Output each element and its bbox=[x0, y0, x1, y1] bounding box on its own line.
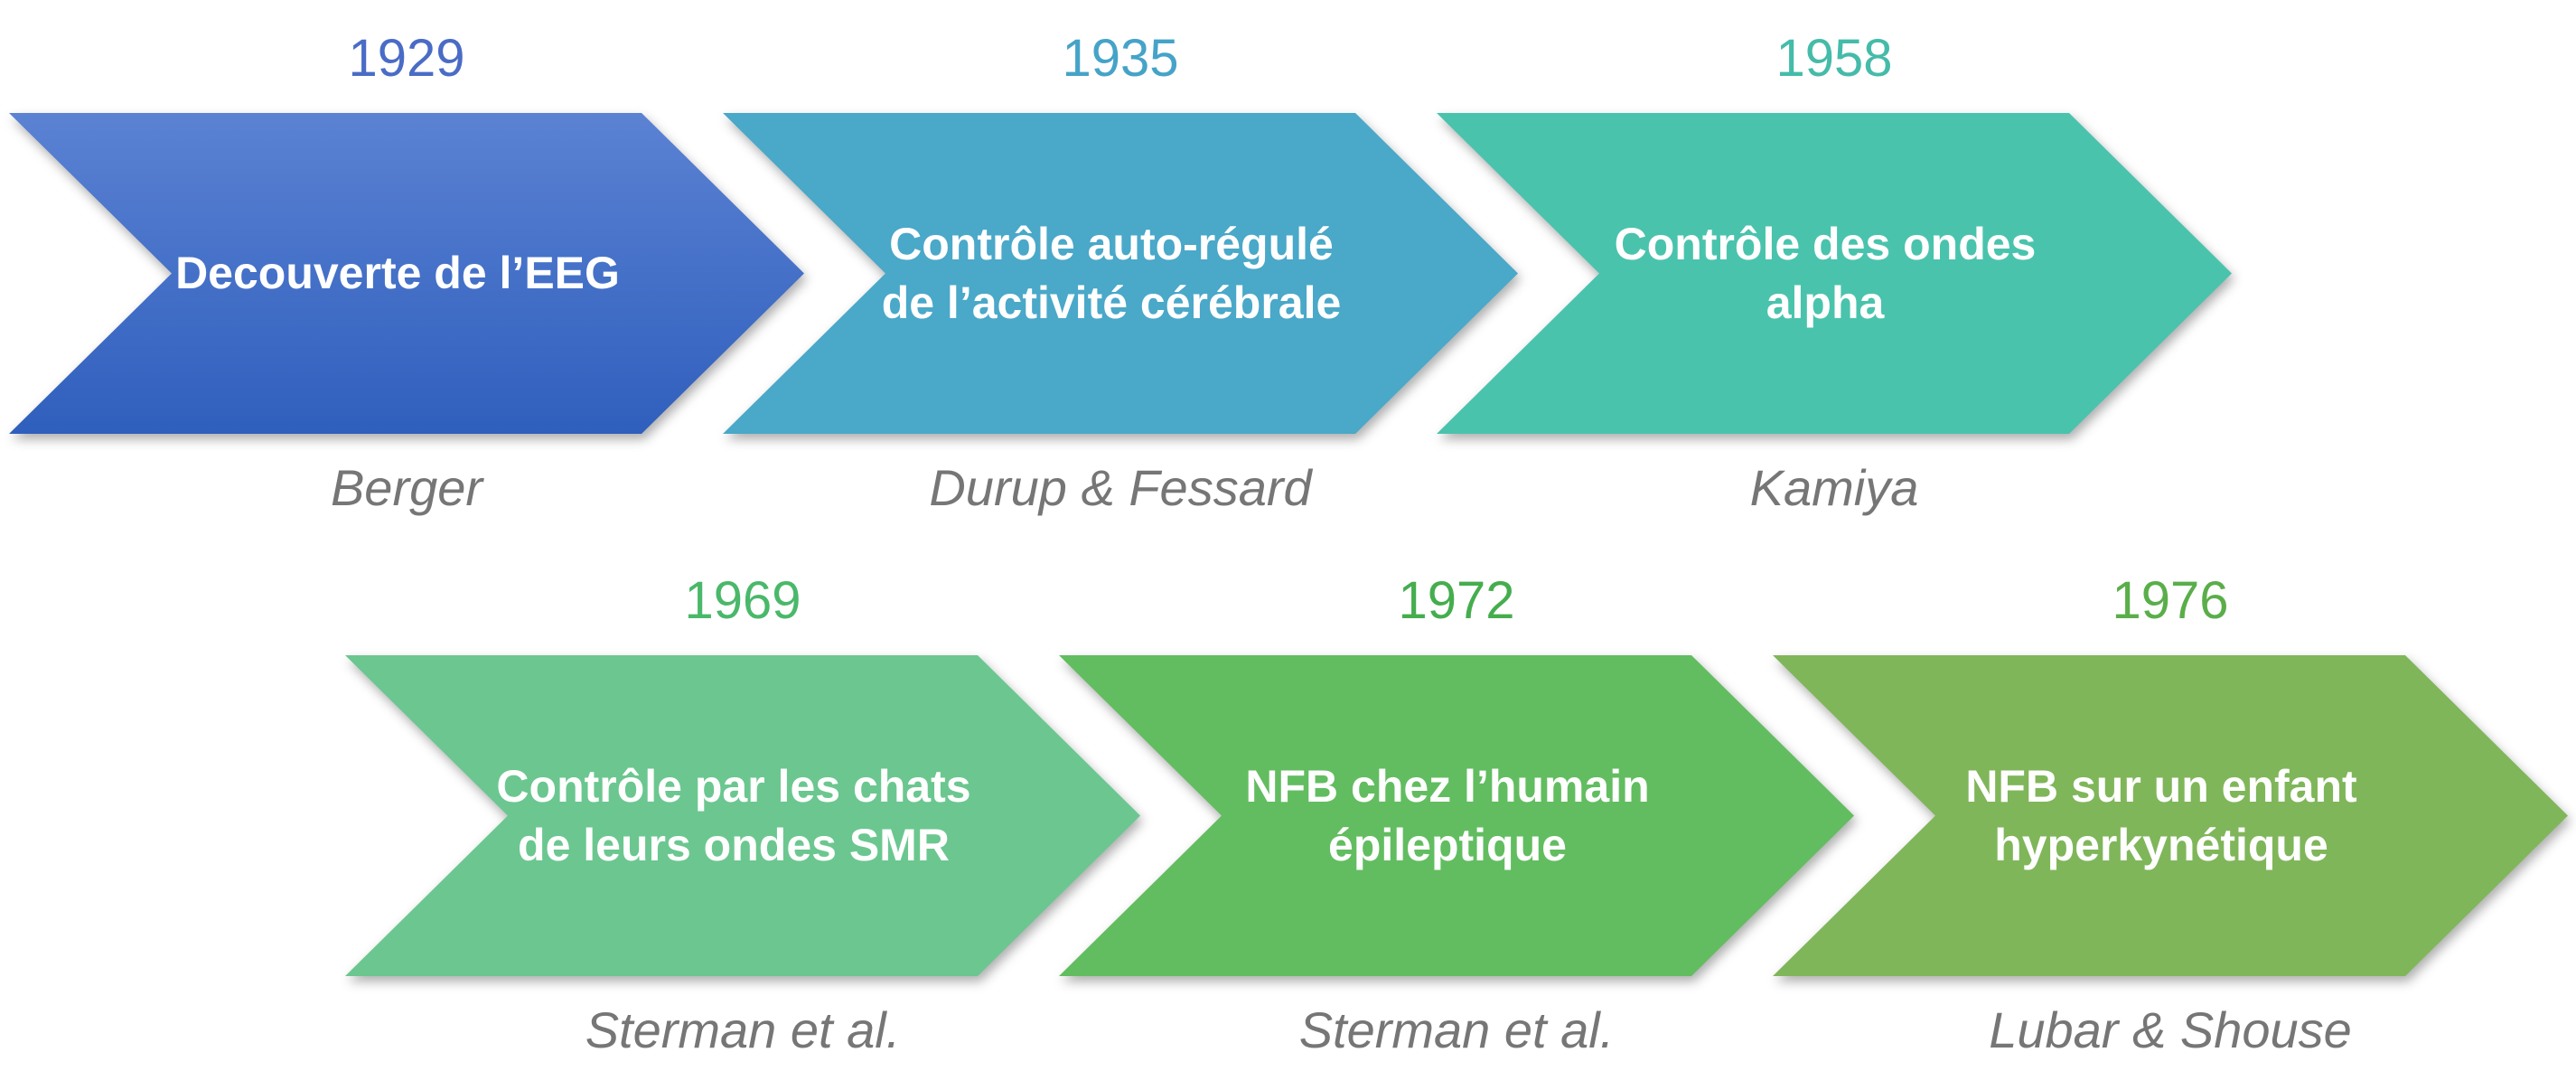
event-1935: 1935 Contrôle auto-régulé de l’activité … bbox=[723, 27, 1518, 516]
chevron-shape bbox=[1059, 655, 1854, 976]
event-title: NFB sur un enfant hyperkynétique bbox=[1965, 760, 2357, 870]
event-year: 1969 bbox=[684, 571, 801, 630]
chevron-arrow: Contrôle par les chats de leurs ondes SM… bbox=[345, 655, 1140, 976]
chevron-arrow: NFB sur un enfant hyperkynétique bbox=[1773, 655, 2568, 976]
event-author: Berger bbox=[330, 459, 483, 516]
event-1929: 1929 Decouverte de l’EEG Berger bbox=[9, 27, 804, 516]
event-year: 1935 bbox=[1062, 29, 1179, 88]
event-year: 1972 bbox=[1398, 571, 1515, 630]
chevron-arrow: Decouverte de l’EEG bbox=[9, 113, 804, 434]
event-year: 1976 bbox=[2112, 571, 2229, 630]
chevron-shape bbox=[1773, 655, 2568, 976]
chevron-arrow: Contrôle auto-régulé de l’activité céréb… bbox=[723, 113, 1518, 434]
event-title: Contrôle des ondes alpha bbox=[1614, 218, 2037, 328]
event-1976: 1976 NFB sur un enfant hyperkynétique Lu… bbox=[1773, 569, 2568, 1058]
event-year: 1958 bbox=[1775, 29, 1893, 88]
event-author: Kamiya bbox=[1749, 459, 1919, 516]
event-title: Decouverte de l’EEG bbox=[175, 248, 620, 298]
event-author: Sterman et al. bbox=[585, 1001, 901, 1058]
chevron-arrow: Contrôle des ondes alpha bbox=[1437, 113, 2232, 434]
event-title: Contrôle auto-régulé de l’activité céréb… bbox=[881, 218, 1342, 328]
chevron-shape bbox=[723, 113, 1518, 434]
event-title: NFB chez l’humain épileptique bbox=[1245, 760, 1650, 870]
event-author: Sterman et al. bbox=[1298, 1001, 1615, 1058]
event-1972: 1972 NFB chez l’humain épileptique Sterm… bbox=[1059, 569, 1854, 1058]
chevron-shape bbox=[345, 655, 1140, 976]
event-title: Contrôle par les chats de leurs ondes SM… bbox=[496, 760, 971, 870]
chevron-shape bbox=[1437, 113, 2232, 434]
event-year: 1929 bbox=[348, 29, 465, 88]
event-author: Lubar & Shouse bbox=[1989, 1001, 2352, 1058]
event-1958: 1958 Contrôle des ondes alpha Kamiya bbox=[1437, 27, 2232, 516]
chevron-arrow: NFB chez l’humain épileptique bbox=[1059, 655, 1854, 976]
event-author: Durup & Fessard bbox=[929, 459, 1312, 516]
event-1969: 1969 Contrôle par les chats de leurs ond… bbox=[345, 569, 1140, 1058]
chevron-shape bbox=[9, 113, 804, 434]
